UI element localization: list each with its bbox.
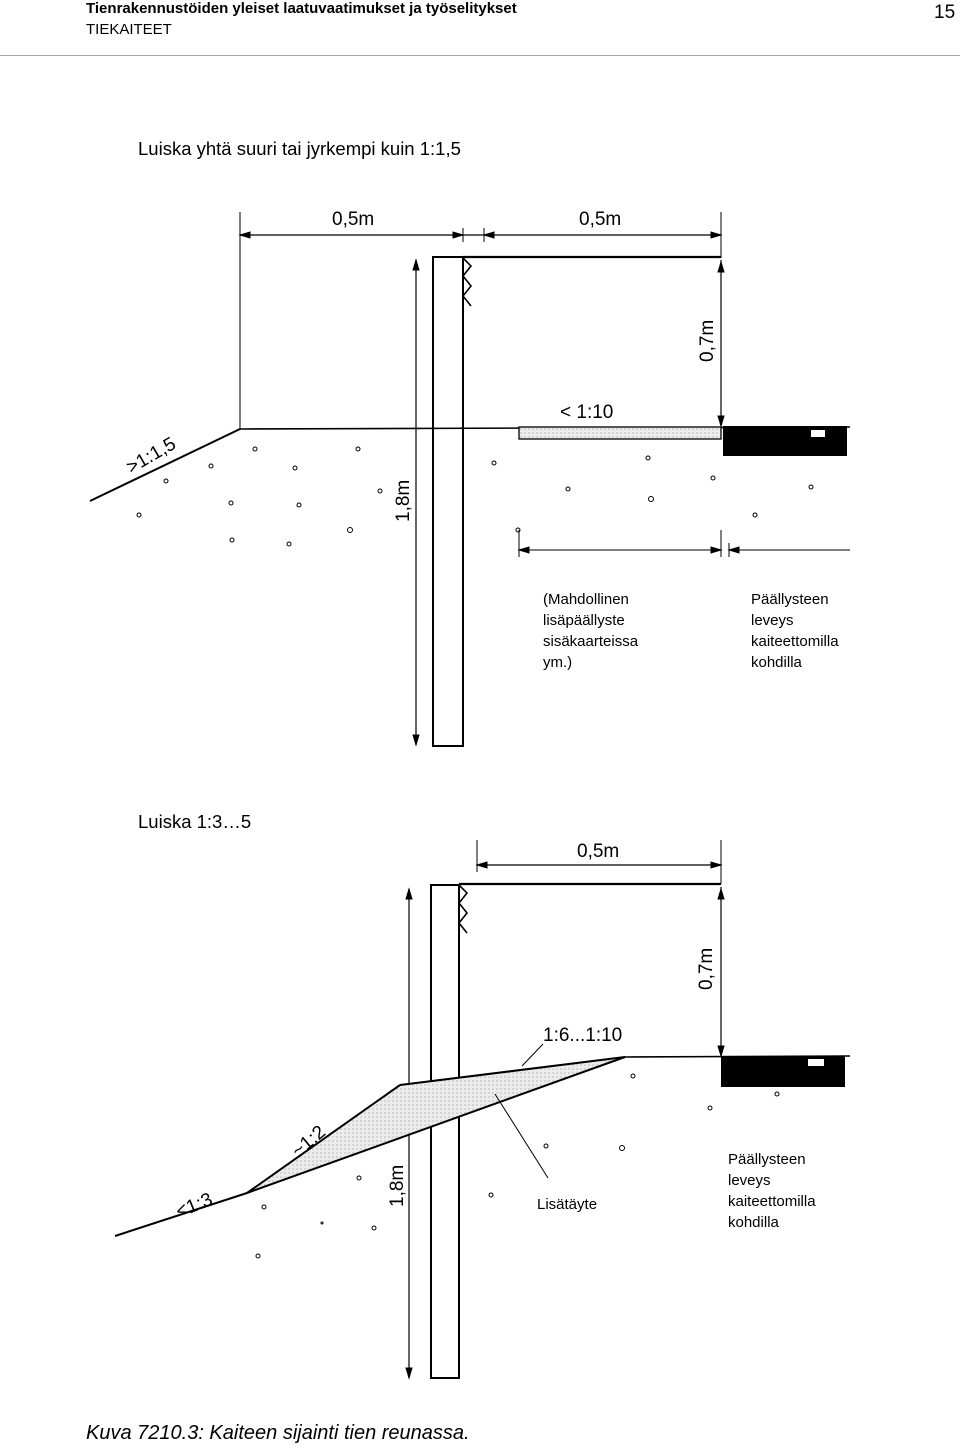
fig1-note-right-line: kohdilla [751, 654, 802, 671]
fig2-fill-leader [494, 1093, 549, 1179]
fig2-bottom-slope-label: <1:3 [173, 1189, 216, 1223]
fig2-upper-fill-slope [399, 1056, 626, 1086]
fig2-lower-slope [114, 1192, 248, 1237]
fig1-dim-right-label: 0,5m [579, 209, 621, 230]
fig1-dim-left-label: 0,5m [332, 209, 374, 230]
fig1-note-right-line: Päällysteen [751, 591, 829, 608]
fig2-dim-height-label: 0,7m [696, 948, 717, 990]
figure-caption: Kuva 7210.3: Kaiteen sijainti tien reuna… [86, 1422, 470, 1444]
fig2-original-slope [246, 1056, 626, 1194]
fig1-dim-height-label: 0,7m [697, 320, 718, 362]
fig1-guardrail-post [432, 256, 464, 747]
fig1-pavement [723, 426, 847, 456]
fig2-soil-pattern [255, 1073, 780, 1259]
fig2-note-right-line: Päällysteen [728, 1151, 806, 1168]
fig1-note-right-line: leveys [751, 612, 794, 629]
fig1-shoulder-slope-label: < 1:10 [560, 402, 613, 423]
fig2-note-right-line: leveys [728, 1172, 771, 1189]
fig2-note-right-line: kohdilla [728, 1214, 779, 1231]
fig1-note-right: Päällysteen leveys kaiteettomilla kohdil… [751, 589, 839, 673]
fig2-w-beam-rail [457, 884, 469, 934]
fig2-slope-leader [521, 1043, 544, 1067]
fig2-mid-slope [246, 1084, 401, 1194]
fig1-embankment-slope [89, 428, 241, 502]
fig1-w-beam-rail [461, 257, 473, 307]
figure2-title: Luiska 1:3…5 [138, 811, 252, 832]
fig1-note-left: (Mahdollinen lisäpäällyste sisäkaarteiss… [543, 589, 638, 673]
fig1-additional-pavement [518, 426, 722, 440]
fig2-pavement [721, 1056, 845, 1087]
fig2-note-right: Päällysteen leveys kaiteettomilla kohdil… [728, 1149, 816, 1233]
fig2-dim-depth-label: 1,8m [387, 1165, 408, 1207]
fig2-note-right-line: kaiteettomilla [728, 1193, 816, 1210]
figure2-drawing: 0,5m 0,7m 1,8m 1:6...1:10 ~1:2 <1:3 [114, 840, 851, 1380]
document-title: Tienrakennustöiden yleiset laatuvaatimuk… [86, 0, 517, 17]
fig2-guardrail-post [430, 884, 460, 1379]
fig1-note-left-line: (Mahdollinen [543, 591, 629, 608]
fig2-fill-label: Lisätäyte [537, 1196, 598, 1213]
document-section: TIEKAITEET [86, 21, 172, 38]
fig2-dim-width-label: 0,5m [577, 841, 619, 862]
fig1-note-left-line: sisäkaarteissa [543, 633, 639, 650]
fig1-dim-depth-label: 1,8m [393, 480, 414, 522]
header-divider [0, 55, 960, 56]
figure1-title: Luiska yhtä suuri tai jyrkempi kuin 1:1,… [138, 138, 461, 159]
fig2-top-slope-label: 1:6...1:10 [543, 1025, 622, 1046]
fig1-soil-pattern [136, 446, 814, 547]
fig1-note-right-line: kaiteettomilla [751, 633, 839, 650]
figure1-drawing: 0,5m 0,5m 0,7m 1,8m < 1:10 >1:1,5 [89, 209, 851, 747]
fig1-note-left-line: lisäpäällyste [543, 612, 625, 629]
fig1-note-left-line: ym.) [543, 654, 573, 671]
page-number: 15 [934, 2, 956, 23]
